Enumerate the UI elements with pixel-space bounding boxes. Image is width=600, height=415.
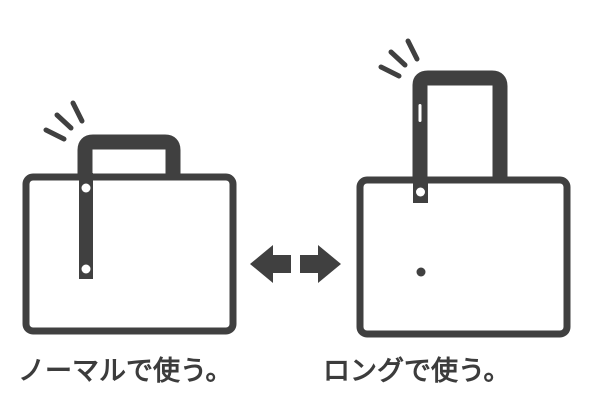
right-sparkle-lines-icon xyxy=(378,38,420,79)
right-handle xyxy=(412,70,508,182)
left-sparkle-lines-icon xyxy=(43,100,85,142)
left-tote-bag-icon xyxy=(22,100,237,335)
caption-normal: ノーマルで使う。 xyxy=(18,356,233,387)
left-strap-icon xyxy=(79,173,93,279)
right-tote-bag-icon xyxy=(356,38,571,338)
right-strap-rivet xyxy=(416,187,425,197)
right-bag-body xyxy=(356,176,571,338)
caption-long: ロングで使う。 xyxy=(323,356,511,387)
right-handle-slit xyxy=(418,104,422,122)
left-strap-rivet-top xyxy=(81,183,91,193)
left-bag-body xyxy=(22,173,237,335)
left-handle xyxy=(77,134,181,177)
left-right-arrows-icon xyxy=(250,245,341,283)
right-bag-snap-dot xyxy=(416,267,426,277)
left-strap-rivet-bottom xyxy=(81,264,91,274)
